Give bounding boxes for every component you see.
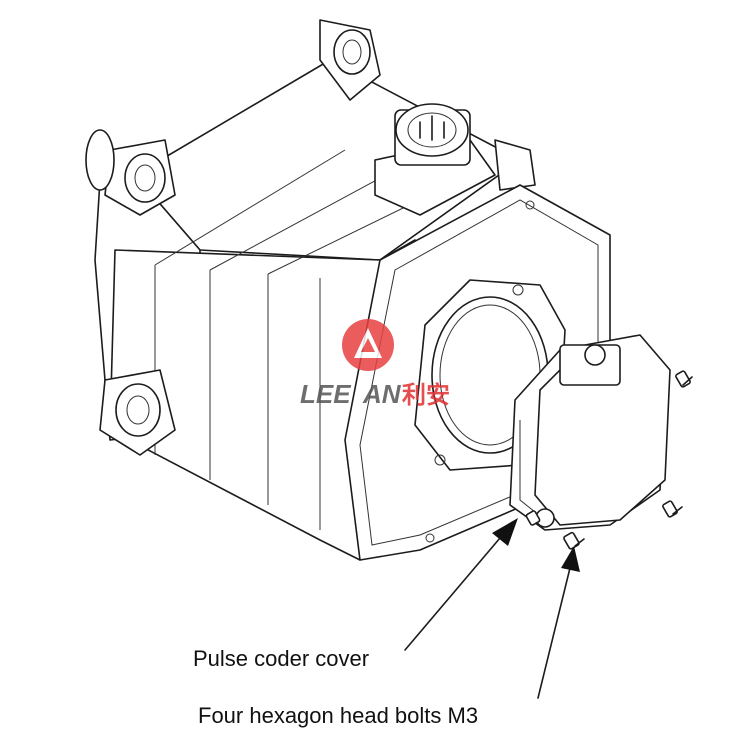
mounting-ear-top bbox=[319, 19, 381, 101]
watermark-text-mid: AN bbox=[362, 379, 402, 409]
bolts-label: Four hexagon head bolts M3 bbox=[198, 703, 479, 728]
watermark-text-left: LEE bbox=[300, 379, 351, 409]
power-connector bbox=[374, 103, 536, 216]
watermark-logo: LEE AN 利安 bbox=[300, 319, 450, 409]
arrow-to-cover bbox=[404, 518, 518, 651]
mounting-ear-left bbox=[85, 129, 176, 216]
hex-bolt-4 bbox=[525, 510, 541, 526]
hex-bolt-3 bbox=[563, 531, 585, 550]
watermark-text-cn: 利安 bbox=[402, 381, 450, 409]
hex-bolt-2 bbox=[662, 500, 683, 518]
hex-bolt-1 bbox=[675, 370, 693, 388]
arrow-to-bolts bbox=[537, 546, 580, 699]
pulse-coder-cover-label: Pulse coder cover bbox=[193, 646, 370, 671]
mounting-ear-bottom bbox=[99, 369, 176, 456]
pulse-coder-cover bbox=[509, 334, 671, 531]
